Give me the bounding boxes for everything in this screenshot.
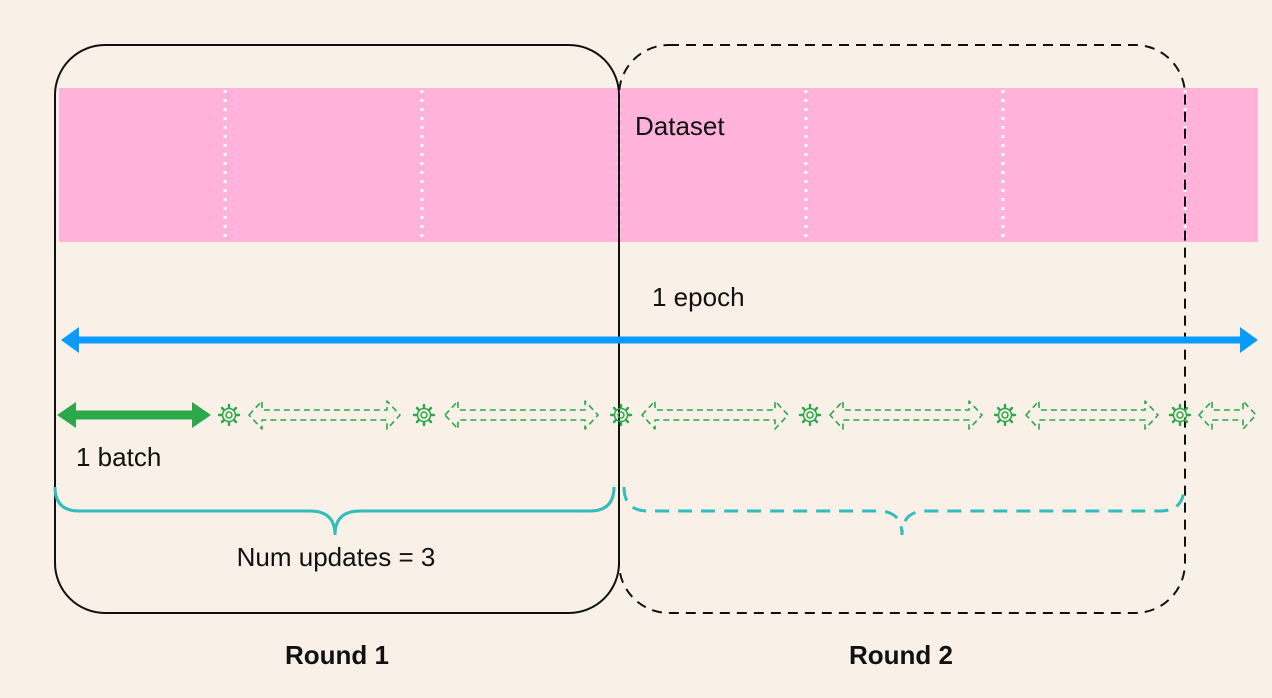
batch-label: 1 batch xyxy=(76,442,161,472)
round-2-brace xyxy=(622,486,1186,536)
double-arrow-icon xyxy=(641,400,789,430)
gear-icon xyxy=(217,403,241,427)
double-arrow-icon xyxy=(248,400,401,430)
num-updates-label: Num updates = 3 xyxy=(237,542,436,572)
dataset-label: Dataset xyxy=(635,111,725,141)
gear-icon xyxy=(412,403,436,427)
round-1-brace xyxy=(53,486,616,536)
gear-icon xyxy=(609,403,633,427)
double-arrow-icon xyxy=(1025,400,1159,430)
gear-icon xyxy=(798,403,822,427)
round-1-box xyxy=(54,44,620,614)
round-1-label: Round 1 xyxy=(285,640,389,670)
batch-arrow xyxy=(57,402,211,428)
double-arrow-icon xyxy=(829,400,983,430)
epoch-label: 1 epoch xyxy=(652,282,745,312)
double-arrow-icon xyxy=(444,400,599,430)
dataset-bar xyxy=(59,88,1258,242)
gear-icon xyxy=(993,403,1017,427)
epoch-arrow xyxy=(61,327,1258,353)
double-arrow-icon xyxy=(1198,400,1257,430)
round-2-label: Round 2 xyxy=(849,640,953,670)
gear-icon xyxy=(1168,403,1192,427)
